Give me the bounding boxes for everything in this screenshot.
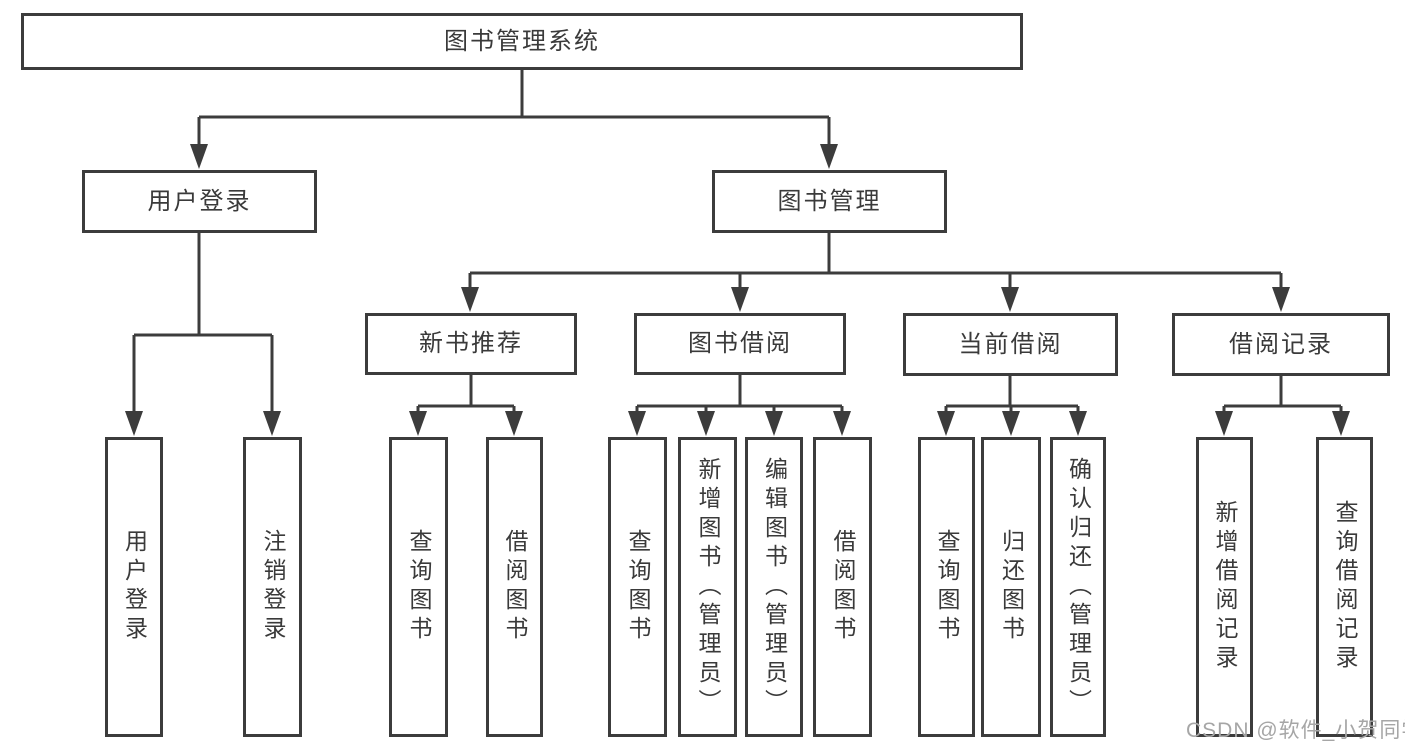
arrowhead	[628, 411, 646, 436]
arrowhead	[1069, 411, 1087, 436]
leaf-user-login: 用户登录	[105, 437, 163, 737]
leaf-confirm-return-admin: 确认归还（管理员）	[1050, 437, 1106, 737]
leaf-add-book-admin: 新增图书（管理员）	[678, 437, 737, 737]
arrowhead	[505, 411, 523, 436]
node-new-book-recommend: 新书推荐	[365, 313, 577, 375]
leaf-borrow-book: 借阅图书	[813, 437, 872, 737]
arrowhead	[833, 411, 851, 436]
node-borrow-record: 借阅记录	[1172, 313, 1390, 376]
leaf-edit-book-admin: 编辑图书（管理员）	[745, 437, 803, 737]
leaf-recommend-borrow-book: 借阅图书	[486, 437, 543, 737]
leaf-recommend-query-book: 查询图书	[389, 437, 448, 737]
node-user-login: 用户登录	[82, 170, 317, 233]
edge-current-borrow-to-leaves	[944, 376, 1080, 424]
leaf-query-borrow-record: 查询借阅记录	[1316, 437, 1373, 737]
edge-new-book-rec-to-leaves	[416, 375, 516, 424]
node-book-borrow: 图书借阅	[634, 313, 846, 375]
arrowhead	[765, 411, 783, 436]
arrowhead	[1215, 411, 1233, 436]
arrowhead	[1001, 287, 1019, 312]
arrowhead	[125, 411, 143, 436]
leaf-logout: 注销登录	[243, 437, 302, 737]
arrowhead	[263, 411, 281, 436]
arrowhead	[190, 144, 208, 169]
leaf-return-book: 归还图书	[981, 437, 1041, 737]
edge-user-login-to-leaves	[132, 233, 274, 424]
edge-book-mgmt-to-level3	[468, 233, 1283, 300]
node-book-management: 图书管理	[712, 170, 947, 233]
arrowhead	[1332, 411, 1350, 436]
arrowhead	[697, 411, 715, 436]
node-root-library-system: 图书管理系统	[21, 13, 1023, 70]
arrowhead	[731, 287, 749, 312]
node-current-borrow: 当前借阅	[903, 313, 1118, 376]
arrowhead	[409, 411, 427, 436]
leaf-borrow-query-book: 查询图书	[608, 437, 667, 737]
arrowhead	[1272, 287, 1290, 312]
edge-book-borrow-to-leaves	[635, 375, 844, 424]
leaf-add-borrow-record: 新增借阅记录	[1196, 437, 1253, 737]
edge-root-to-level2	[197, 70, 831, 157]
arrowhead	[1002, 411, 1020, 436]
arrowhead	[937, 411, 955, 436]
leaf-current-query-book: 查询图书	[918, 437, 975, 737]
arrowhead	[461, 287, 479, 312]
edge-borrow-record-to-leaves	[1222, 376, 1343, 424]
arrowhead	[820, 144, 838, 169]
csdn-watermark: CSDN @软件_小贺同学	[1186, 719, 1405, 742]
